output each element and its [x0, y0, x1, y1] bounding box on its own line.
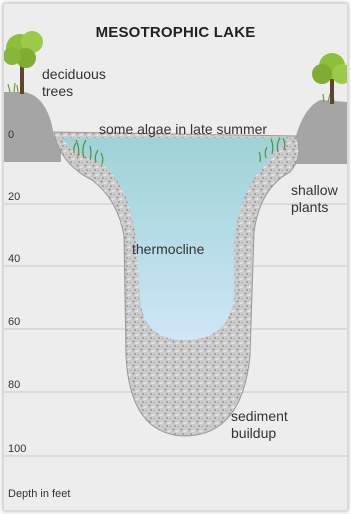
- deciduous-trees-label-line1: deciduous: [42, 66, 106, 83]
- thermocline-label: thermocline: [132, 241, 204, 258]
- depth-tick-100: 100: [8, 443, 26, 455]
- deciduous-trees-label: deciduous trees: [42, 66, 106, 100]
- depth-tick-80: 80: [8, 379, 20, 391]
- depth-tick-20: 20: [8, 191, 20, 203]
- sediment-label-line2: buildup: [231, 425, 288, 442]
- shallow-plants-label-line2: plants: [291, 199, 338, 216]
- shallow-plants-label-line1: shallow: [291, 182, 338, 199]
- left-shore: [4, 92, 61, 162]
- shallow-plants-label: shallow plants: [291, 182, 338, 216]
- sediment-buildup-label: sediment buildup: [231, 408, 288, 442]
- deciduous-trees-label-line2: trees: [42, 83, 106, 100]
- algae-label: some algae in late summer: [99, 121, 267, 138]
- depth-axis-title: Depth in feet: [8, 488, 70, 500]
- diagram-title: MESOTROPHIC LAKE: [4, 24, 347, 41]
- sediment-label-line1: sediment: [231, 408, 288, 425]
- depth-tick-0: 0: [8, 129, 14, 141]
- depth-tick-40: 40: [8, 253, 20, 265]
- diagram-frame: MESOTROPHIC LAKE deciduous trees some al…: [3, 3, 348, 511]
- depth-tick-60: 60: [8, 316, 20, 328]
